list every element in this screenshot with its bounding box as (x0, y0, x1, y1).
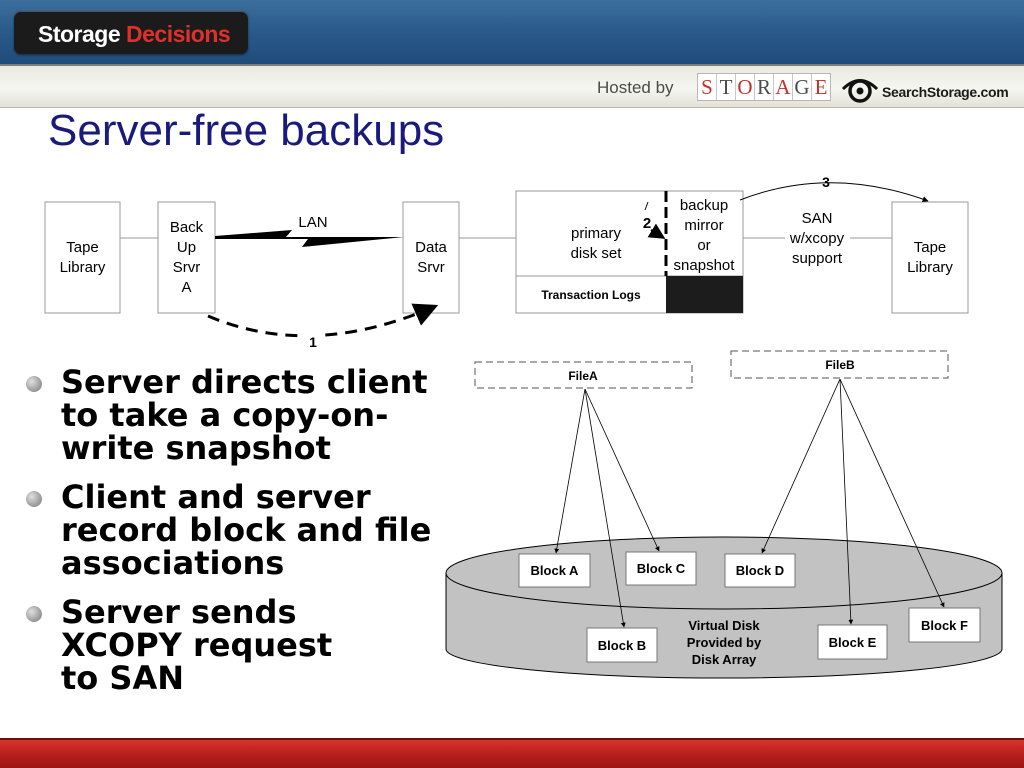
svg-text:Disk Array: Disk Array (692, 652, 757, 667)
svg-text:w/xcopy: w/xcopy (789, 230, 845, 247)
bullet-dot-icon (26, 376, 42, 392)
svg-text:A: A (181, 279, 191, 296)
svg-text:Block D: Block D (736, 563, 784, 578)
svg-text:Srvr: Srvr (173, 259, 201, 276)
server-free-backup-diagram: Tape Library Back Up Srvr A LAN Data Srv… (44, 174, 1003, 679)
backup-mirror-label: or (697, 237, 710, 254)
page-title: Server-free backups (48, 106, 445, 155)
tape-library-left: Tape Library (44, 201, 121, 314)
bullet-item: Client and server record block and file … (26, 481, 466, 580)
svg-text:Data: Data (415, 239, 447, 256)
svg-text:Block F: Block F (921, 618, 968, 633)
storage-decisions-logo: Storage Decisions (14, 11, 248, 54)
primary-disk-label: primary (571, 225, 622, 242)
primary-disk-label: disk set (571, 245, 623, 262)
file-a-box: FileA (474, 361, 693, 389)
block-c: Block C (625, 551, 697, 586)
svg-text:Block A: Block A (531, 563, 580, 578)
disk-set: primary disk set backup mirror or snapsh… (515, 190, 744, 314)
searchstorage-text: SearchStorage.com (882, 84, 1009, 100)
bullet-text: Client and server record block and file … (61, 478, 432, 582)
eye-icon (841, 79, 879, 103)
top-banner: Storage Decisions (0, 0, 1024, 64)
svg-text:Block B: Block B (598, 638, 646, 653)
block-a: Block A (518, 553, 591, 588)
block-f: Block F (908, 607, 981, 643)
svg-text:Block C: Block C (637, 561, 686, 576)
svg-text:support: support (792, 250, 843, 267)
file-b-box: FileB (730, 350, 949, 379)
bullet-item: Server directs client to take a copy-on-… (26, 366, 466, 465)
searchstorage-logo: SearchStorage.com (840, 72, 1016, 104)
backup-server: Back Up Srvr A (157, 201, 216, 314)
san-xcopy-label: SAN w/xcopy support (789, 210, 845, 267)
step-3-arrow: 3 (739, 174, 929, 202)
storage-logo-letter: G (793, 74, 812, 100)
data-server: Data Srvr (402, 201, 460, 314)
storage-logo-letter: E (814, 75, 828, 99)
bullet-item: Server sends XCOPY request to SAN (26, 596, 466, 695)
svg-text:FileA: FileA (568, 369, 598, 383)
hosted-by-label: Hosted by (597, 78, 674, 97)
bullet-list: Server directs client to take a copy-on-… (26, 366, 466, 711)
svg-text:Library: Library (907, 259, 953, 276)
svg-text:Provided by: Provided by (687, 635, 762, 650)
lan-label: LAN (298, 214, 327, 231)
svg-text:Srvr: Srvr (417, 259, 445, 276)
svg-text:SAN: SAN (802, 210, 833, 227)
svg-text:Tape: Tape (914, 239, 947, 256)
backup-mirror-label: backup (680, 197, 728, 214)
svg-text:Back: Back (170, 219, 204, 236)
step-1-arrow: 1 (207, 303, 439, 350)
storage-logo-letter: O (736, 74, 755, 100)
step-2-label: 2 (643, 215, 651, 232)
hosted-by-bar: Hosted by S T O R A G E SearchStorage.co… (0, 64, 1024, 108)
block-d: Block D (724, 553, 796, 588)
svg-text:Virtual Disk: Virtual Disk (688, 618, 760, 633)
storage-magazine-logo: S T O R A G E (697, 73, 831, 101)
svg-text:Block E: Block E (829, 635, 877, 650)
step-3-label: 3 (822, 174, 830, 190)
svg-text:FileB: FileB (825, 358, 855, 372)
footer-bar (0, 738, 1024, 768)
block-b: Block B (586, 627, 658, 663)
file-block-pointers (554, 378, 945, 628)
storage-logo-letter: A (774, 74, 793, 100)
backup-mirror-label: mirror (684, 217, 723, 234)
storage-logo-letter: R (755, 74, 774, 100)
bullet-dot-icon (26, 491, 42, 507)
svg-text:Tape: Tape (66, 239, 99, 256)
svg-text:Up: Up (177, 239, 196, 256)
block-e: Block E (817, 624, 888, 660)
transaction-logs-label: Transaction Logs (541, 288, 641, 302)
bullet-text: Server sends XCOPY request to SAN (61, 593, 333, 697)
storage-logo-letter: T (717, 74, 736, 100)
bullet-text: Server directs client to take a copy-on-… (61, 363, 428, 467)
logo-word-storage: Storage (38, 21, 121, 47)
tape-library-right: Tape Library (891, 201, 969, 314)
bullet-dot-icon (26, 606, 42, 622)
logo-word-decisions: Decisions (126, 21, 231, 47)
storage-logo-letter: S (698, 74, 717, 100)
lan-link: LAN (215, 214, 404, 247)
step-1-label: 1 (309, 334, 317, 350)
svg-text:Library: Library (60, 259, 106, 276)
backup-mirror-label: snapshot (674, 257, 736, 274)
